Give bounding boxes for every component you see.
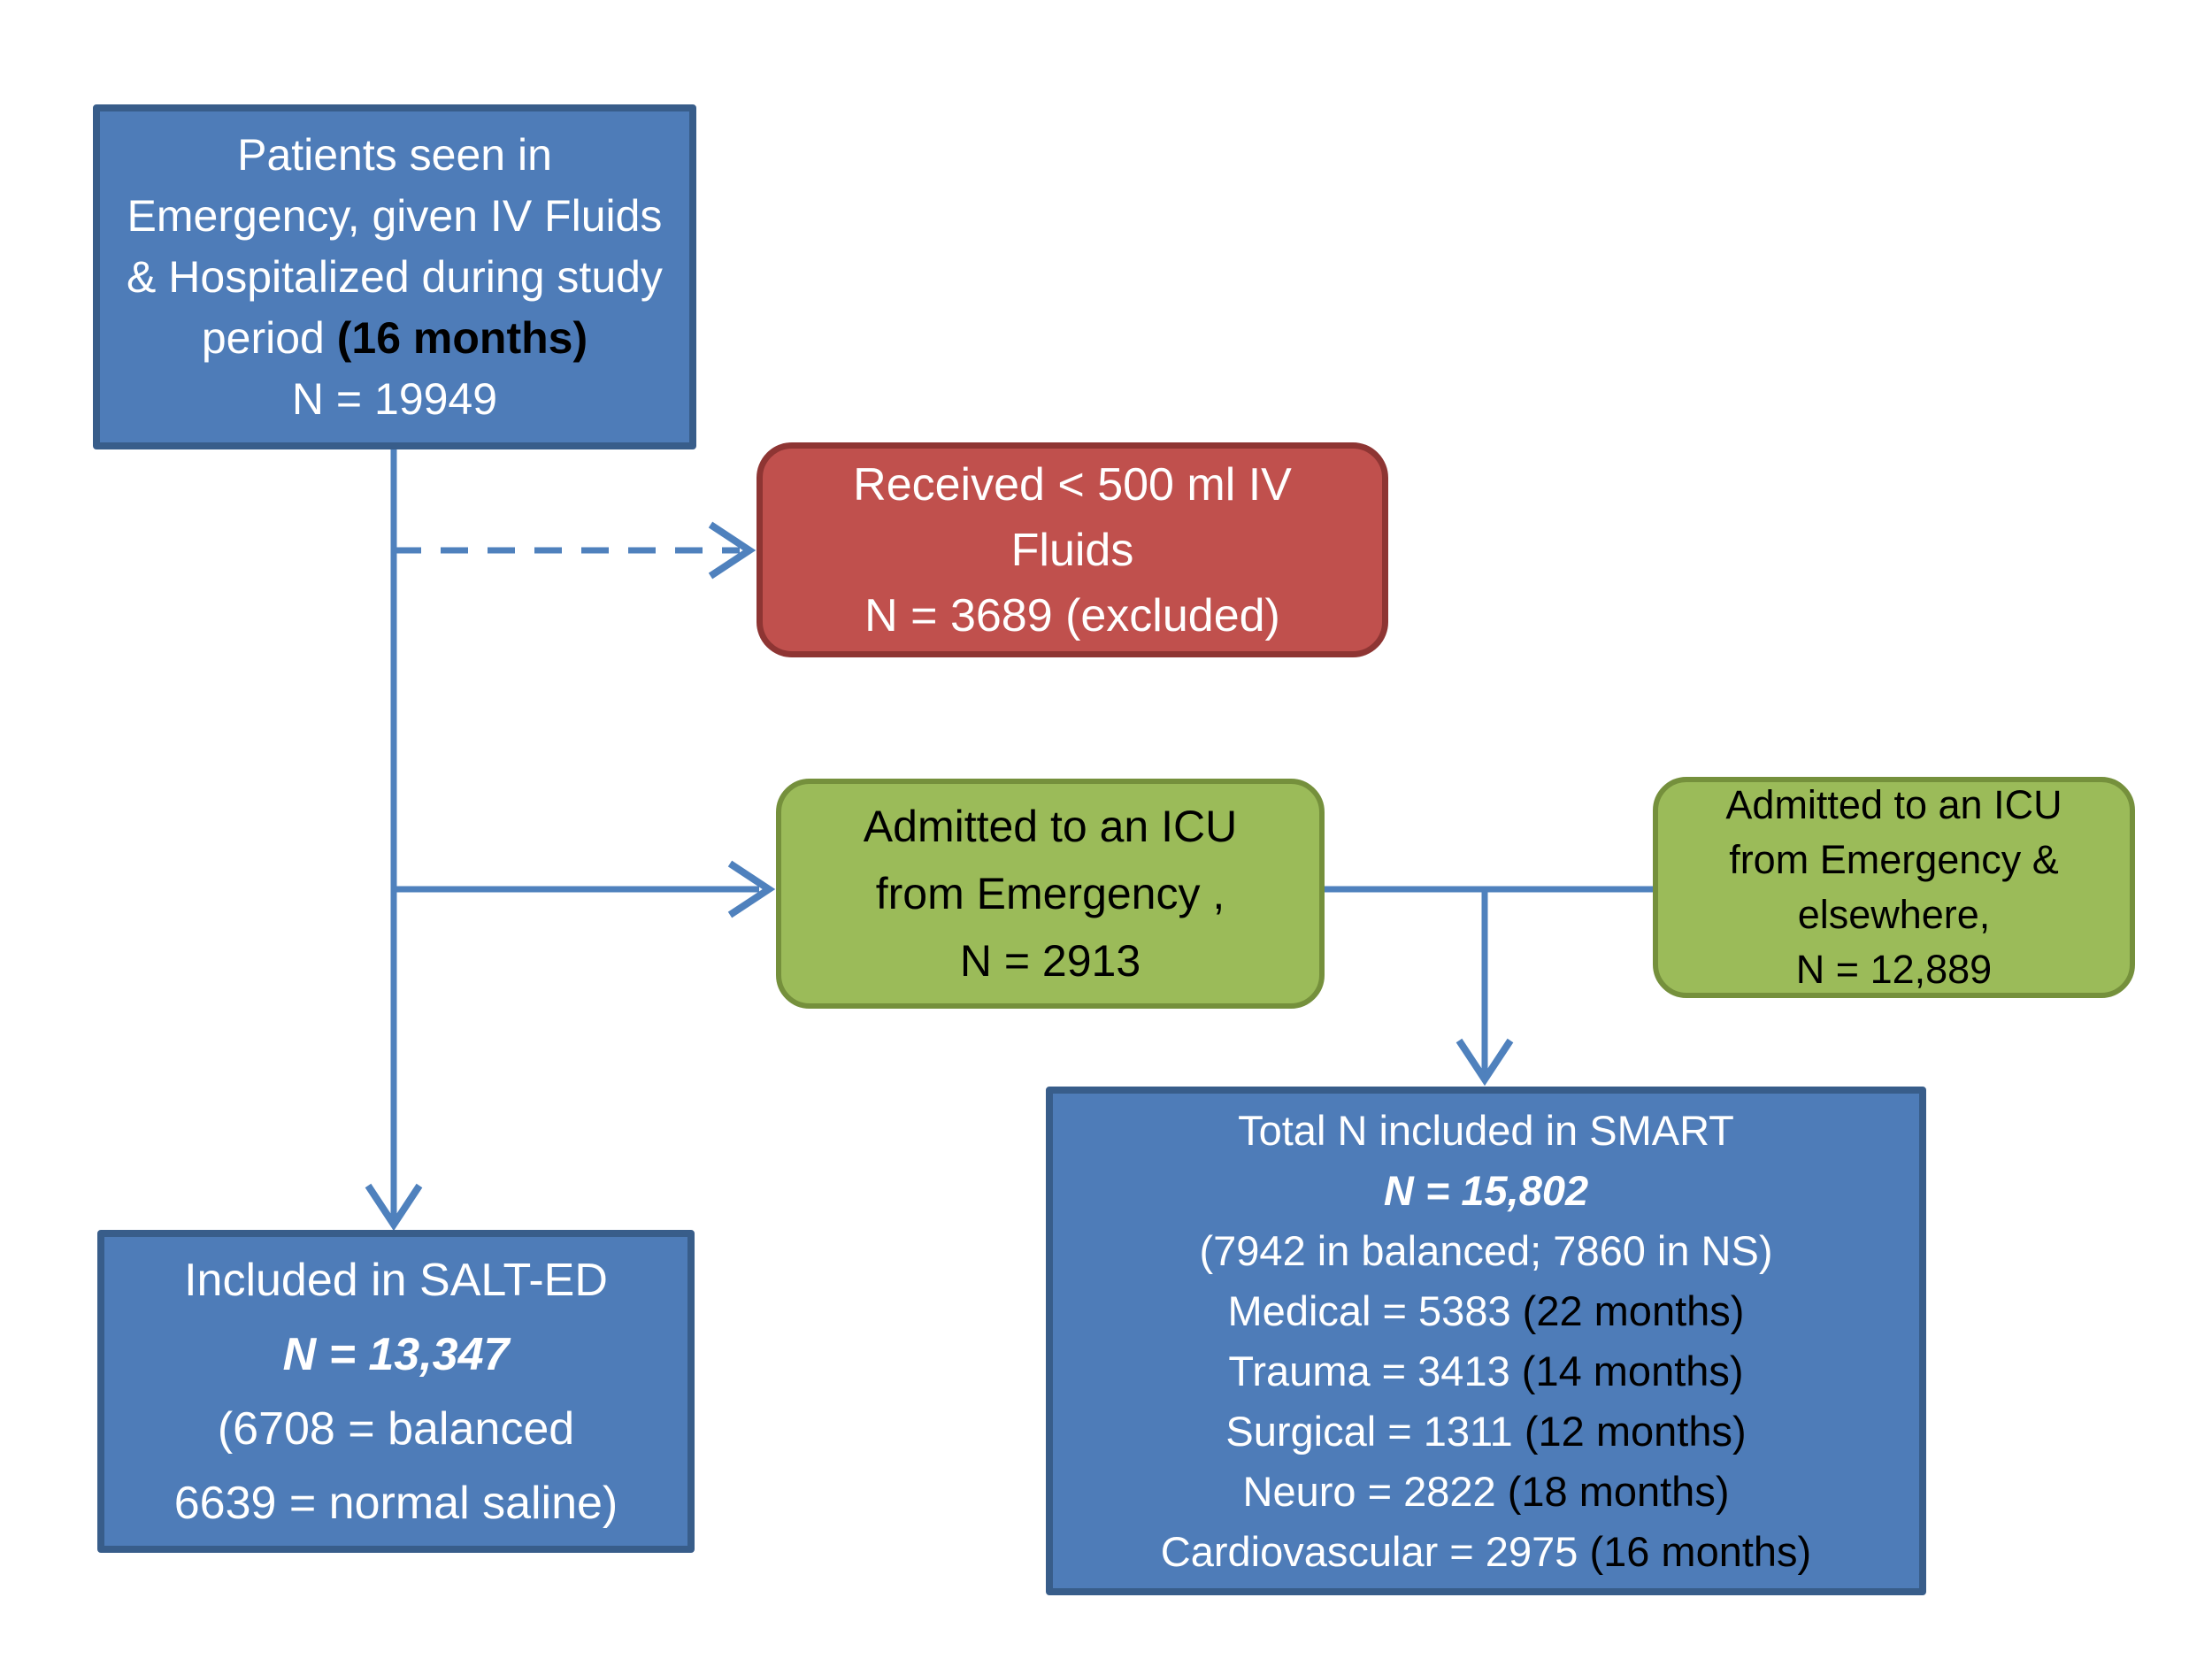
patients-line-4: period (16 months) — [202, 308, 588, 369]
salted-title: Included in SALT-ED — [184, 1254, 608, 1306]
patients-box: Patients seen in Emergency, given IV Flu… — [93, 104, 696, 449]
icu-all-line-1: Admitted to an ICU — [1725, 782, 2062, 827]
icu-from-ed-box: Admitted to an ICU from Emergency , N = … — [776, 779, 1325, 1009]
smart-box: Total N included in SMART N = 15,802 (79… — [1046, 1087, 1926, 1595]
smart-cardiovascular-label: Cardiovascular = 2975 — [1160, 1527, 1590, 1575]
icu-all-line-2: from Emergency & — [1729, 837, 2059, 882]
smart-cardiovascular-months: (16 months) — [1589, 1527, 1812, 1575]
icu-from-all-box: Admitted to an ICU from Emergency & else… — [1653, 777, 2135, 998]
smart-medical-months: (22 months) — [1522, 1286, 1745, 1334]
smart-cohort-medical: Medical = 5383 (22 months) — [1228, 1281, 1745, 1341]
excluded-line-2: Fluids — [1010, 524, 1134, 576]
arrow-to-smart — [1455, 889, 1514, 1087]
excluded-line-1: Received < 500 ml IV — [853, 458, 1292, 511]
icu-ed-line-2: from Emergency , — [875, 869, 1225, 918]
smart-medical-label: Medical = 5383 — [1227, 1286, 1523, 1334]
arrow-patients-to-salted — [365, 448, 423, 1232]
smart-title: Total N included in SMART — [1238, 1106, 1734, 1154]
smart-trauma-label: Trauma = 3413 — [1228, 1347, 1522, 1394]
smart-surgical-months: (12 months) — [1524, 1407, 1747, 1455]
excluded-box: Received < 500 ml IV Fluids N = 3689 (ex… — [757, 442, 1388, 657]
smart-cohort-trauma: Trauma = 3413 (14 months) — [1228, 1341, 1743, 1402]
patients-count: N = 19949 — [291, 373, 498, 424]
patients-line-1: Patients seen in — [237, 129, 552, 180]
patients-line-2: Emergency, given IV Fluids — [127, 190, 663, 241]
patients-line-3: & Hospitalized during study — [127, 251, 663, 302]
patients-months-text: (16 months) — [336, 312, 588, 363]
arrow-dashed-to-excluded — [394, 521, 757, 580]
patients-period-text: period — [201, 312, 337, 363]
smart-neuro-label: Neuro = 2822 — [1242, 1467, 1508, 1515]
icu-ed-count: N = 2913 — [959, 936, 1141, 986]
salted-balanced: (6708 = balanced — [217, 1402, 575, 1455]
smart-cohort-surgical: Surgical = 1311 (12 months) — [1225, 1402, 1746, 1462]
smart-neuro-months: (18 months) — [1507, 1467, 1730, 1515]
smart-trauma-months: (14 months) — [1521, 1347, 1744, 1394]
salted-saline: 6639 = normal saline) — [173, 1477, 618, 1529]
icu-all-line-3: elsewhere, — [1797, 892, 1991, 937]
icu-ed-line-1: Admitted to an ICU — [863, 802, 1238, 851]
smart-surgical-label: Surgical = 1311 — [1225, 1407, 1525, 1455]
smart-split: (7942 in balanced; 7860 in NS) — [1199, 1226, 1773, 1274]
smart-count: N = 15,802 — [1383, 1166, 1589, 1214]
salted-box: Included in SALT-ED N = 13,347 (6708 = b… — [97, 1230, 695, 1553]
icu-all-count: N = 12,889 — [1795, 947, 1993, 992]
salted-count: N = 13,347 — [282, 1328, 510, 1380]
arrow-to-icu-ed — [394, 860, 776, 918]
smart-cohort-cardiovascular: Cardiovascular = 2975 (16 months) — [1161, 1522, 1811, 1582]
smart-cohort-neuro: Neuro = 2822 (18 months) — [1243, 1462, 1730, 1522]
excluded-count: N = 3689 (excluded) — [864, 589, 1280, 641]
